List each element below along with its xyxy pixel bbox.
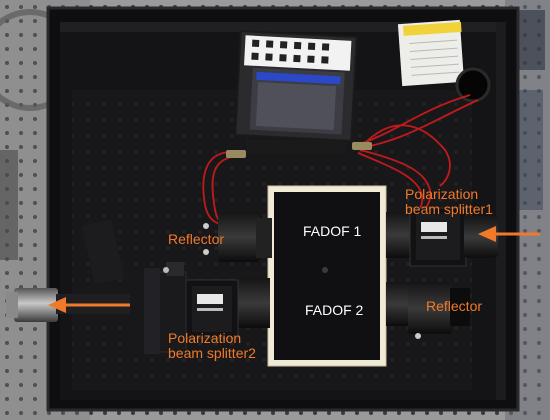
paper-label — [397, 19, 465, 87]
pbs1-label: Polarization beam splitter1 — [405, 187, 493, 217]
controller-unit — [234, 29, 358, 154]
reflector-right — [386, 282, 470, 339]
reflector-right-label: Reflector — [426, 298, 483, 314]
fadof2-label: FADOF 2 — [305, 302, 364, 318]
pbs2-label-line1: Polarization — [168, 330, 242, 346]
input-beam-arrow — [478, 226, 540, 242]
reflector-left-label: Reflector — [168, 231, 225, 247]
pbs2-label-line2: beam splitter2 — [168, 345, 256, 361]
pbs2-assembly — [128, 262, 270, 354]
pbs2-label: Polarization beam splitter2 — [168, 331, 256, 361]
pbs1-label-line2: beam splitter1 — [405, 201, 493, 217]
pbs1-label-line1: Polarization — [405, 186, 479, 202]
output-beam-arrow — [48, 297, 130, 313]
pbs1-assembly — [386, 207, 498, 267]
reflector-left — [203, 212, 272, 262]
fadof1-label: FADOF 1 — [303, 223, 362, 239]
fadof-board — [267, 185, 387, 367]
